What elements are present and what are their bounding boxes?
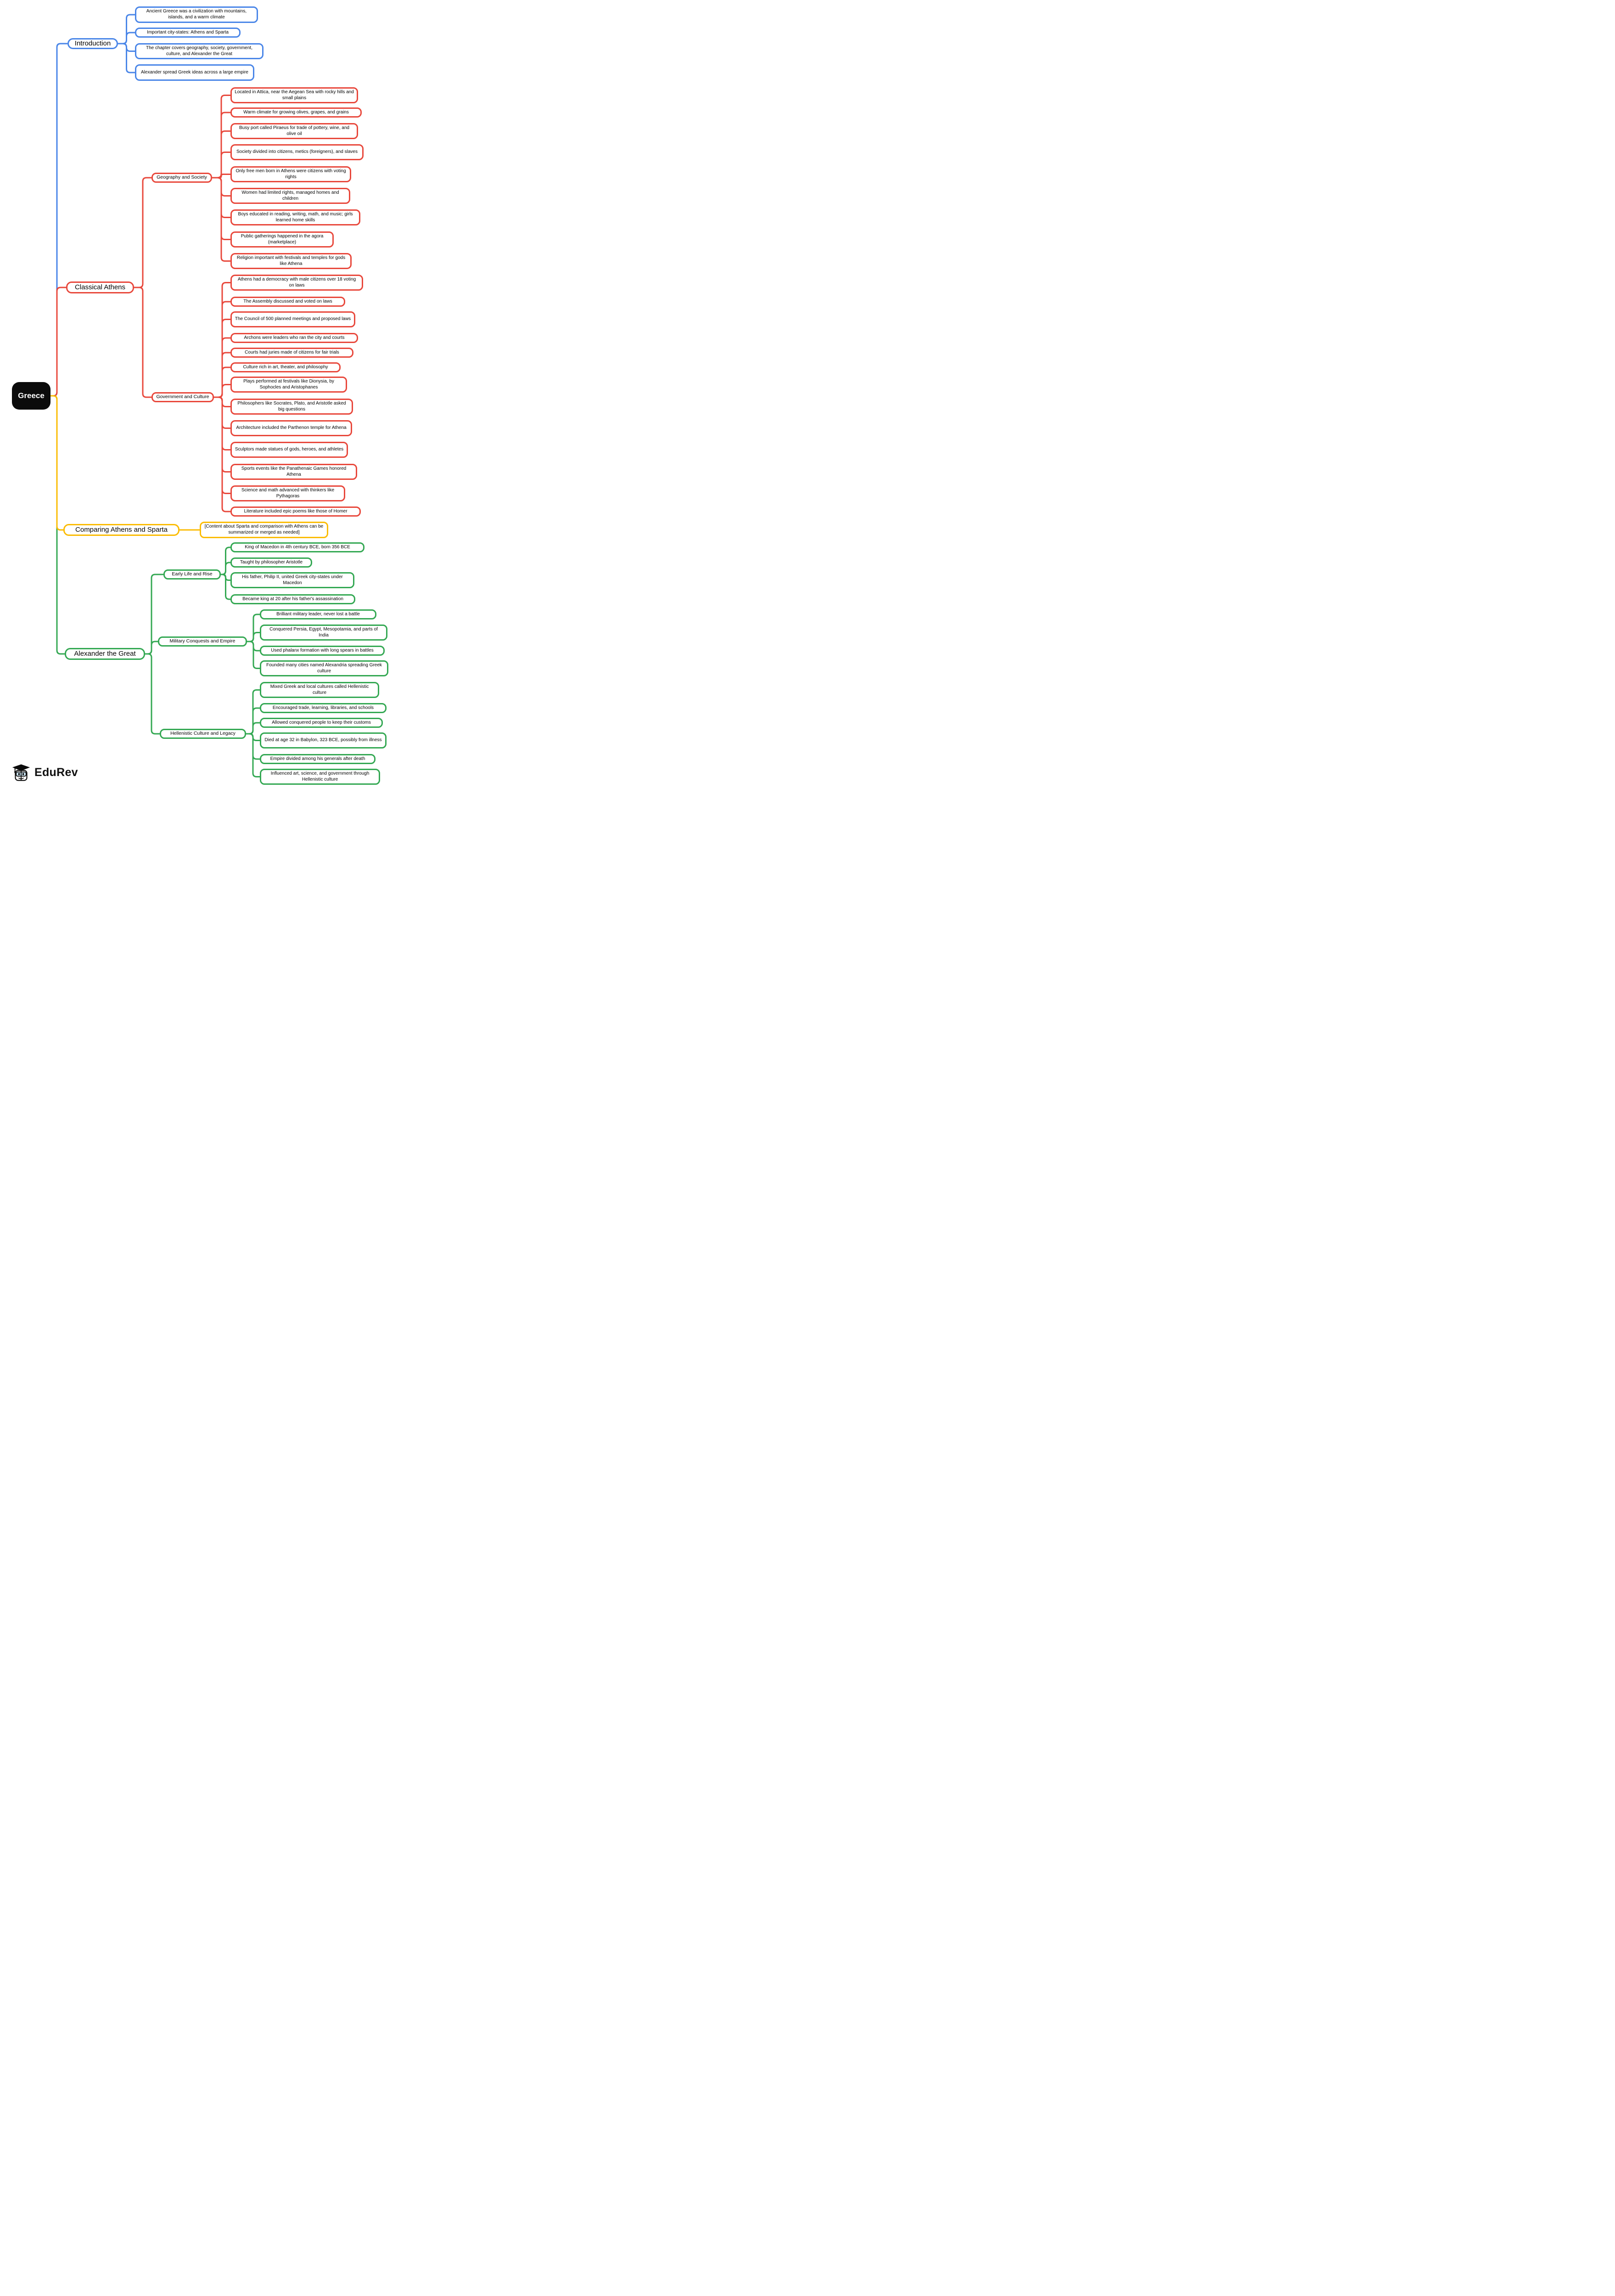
leaf-node[interactable]: Athens had a democracy with male citizen… bbox=[230, 275, 363, 291]
root-node-greece[interactable]: Greece bbox=[12, 382, 50, 410]
leaf-node[interactable]: Influenced art, science, and government … bbox=[260, 769, 380, 785]
leaf-node[interactable]: Only free men born in Athens were citize… bbox=[230, 166, 351, 182]
subtopic-node-early-life-and-rise[interactable]: Early Life and Rise bbox=[163, 569, 221, 580]
leaf-node[interactable]: [Content about Sparta and comparison wit… bbox=[200, 522, 328, 538]
leaf-node[interactable]: Literature included epic poems like thos… bbox=[230, 506, 361, 517]
subtopic-node-geography-and-society[interactable]: Geography and Society bbox=[151, 173, 212, 183]
leaf-node[interactable]: Boys educated in reading, writing, math,… bbox=[230, 209, 360, 225]
branch-node-introduction[interactable]: Introduction bbox=[67, 38, 118, 49]
leaf-node[interactable]: Became king at 20 after his father's ass… bbox=[230, 594, 355, 604]
connector-lines bbox=[50, 14, 260, 777]
leaf-node[interactable]: Taught by philosopher Aristotle bbox=[230, 557, 312, 568]
leaf-node[interactable]: Brilliant military leader, never lost a … bbox=[260, 609, 376, 619]
leaf-node[interactable]: Women had limited rights, managed homes … bbox=[230, 188, 350, 204]
brand-text: EduRev bbox=[34, 765, 78, 779]
leaf-node[interactable]: Culture rich in art, theater, and philos… bbox=[230, 362, 341, 372]
leaf-node[interactable]: Science and math advanced with thinkers … bbox=[230, 485, 345, 501]
leaf-node[interactable]: Religion important with festivals and te… bbox=[230, 253, 352, 269]
leaf-node[interactable]: The chapter covers geography, society, g… bbox=[135, 43, 264, 59]
edurev-logo[interactable]: EduRev bbox=[12, 763, 78, 782]
branch-node-alexander-the-great[interactable]: Alexander the Great bbox=[65, 648, 145, 660]
subtopic-node-government-and-culture[interactable]: Government and Culture bbox=[151, 392, 214, 402]
mindmap-canvas: Greece Introduction Ancient Greece was a… bbox=[0, 0, 404, 801]
leaf-node[interactable]: King of Macedon in 4th century BCE, born… bbox=[230, 542, 364, 552]
leaf-node[interactable]: Empire divided among his generals after … bbox=[260, 754, 376, 764]
branch-node-classical-athens[interactable]: Classical Athens bbox=[66, 281, 134, 293]
leaf-node[interactable]: The Council of 500 planned meetings and … bbox=[230, 311, 355, 327]
leaf-node[interactable]: Philosophers like Socrates, Plato, and A… bbox=[230, 399, 353, 415]
leaf-node[interactable]: Allowed conquered people to keep their c… bbox=[260, 718, 383, 728]
leaf-node[interactable]: Busy port called Piraeus for trade of po… bbox=[230, 123, 358, 139]
subtopic-node-hellenistic-culture-and-legacy[interactable]: Hellenistic Culture and Legacy bbox=[160, 729, 246, 739]
leaf-node[interactable]: Archons were leaders who ran the city an… bbox=[230, 333, 358, 343]
leaf-node[interactable]: Plays performed at festivals like Dionys… bbox=[230, 377, 347, 393]
leaf-node[interactable]: Conquered Persia, Egypt, Mesopotamia, an… bbox=[260, 625, 387, 641]
leaf-node[interactable]: His father, Philip II, united Greek city… bbox=[230, 572, 354, 588]
branch-node-comparing-athens-and-sparta[interactable]: Comparing Athens and Sparta bbox=[63, 524, 179, 536]
graduation-cap-icon bbox=[12, 764, 30, 781]
leaf-node[interactable]: Courts had juries made of citizens for f… bbox=[230, 348, 353, 358]
leaf-node[interactable]: Encouraged trade, learning, libraries, a… bbox=[260, 703, 387, 713]
leaf-node[interactable]: Sculptors made statues of gods, heroes, … bbox=[230, 442, 348, 458]
leaf-node[interactable]: Died at age 32 in Babylon, 323 BCE, poss… bbox=[260, 732, 387, 748]
leaf-node[interactable]: Sports events like the Panathenaic Games… bbox=[230, 464, 357, 480]
leaf-node[interactable]: Society divided into citizens, metics (f… bbox=[230, 144, 364, 160]
subtopic-node-military-conquests-and-empire[interactable]: Military Conquests and Empire bbox=[158, 636, 247, 647]
leaf-node[interactable]: Public gatherings happened in the agora … bbox=[230, 231, 334, 248]
leaf-node[interactable]: Ancient Greece was a civilization with m… bbox=[135, 6, 258, 23]
leaf-node[interactable]: Founded many cities named Alexandria spr… bbox=[260, 660, 388, 676]
leaf-node[interactable]: Alexander spread Greek ideas across a la… bbox=[135, 64, 254, 81]
leaf-node[interactable]: Architecture included the Parthenon temp… bbox=[230, 420, 352, 436]
leaf-node[interactable]: Warm climate for growing olives, grapes,… bbox=[230, 107, 362, 118]
leaf-node[interactable]: Important city-states: Athens and Sparta bbox=[135, 28, 241, 38]
leaf-node[interactable]: Mixed Greek and local cultures called He… bbox=[260, 682, 379, 698]
leaf-node[interactable]: Located in Attica, near the Aegean Sea w… bbox=[230, 87, 358, 103]
leaf-node[interactable]: The Assembly discussed and voted on laws bbox=[230, 297, 345, 307]
leaf-node[interactable]: Used phalanx formation with long spears … bbox=[260, 646, 385, 656]
